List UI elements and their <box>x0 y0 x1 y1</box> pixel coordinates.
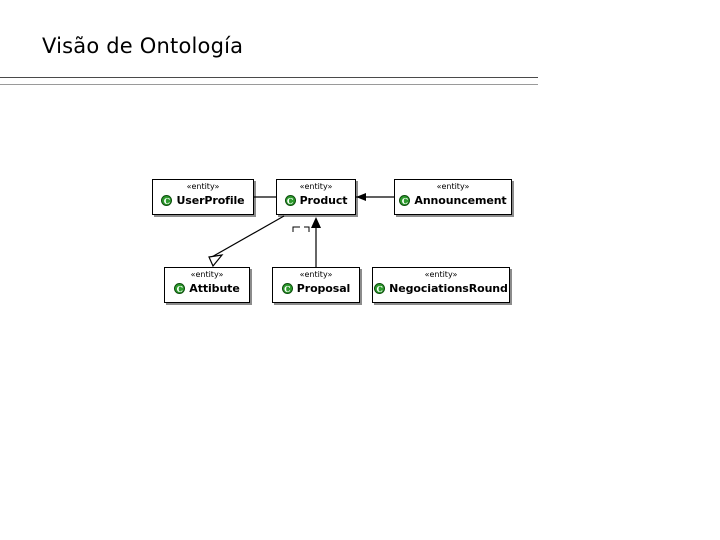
uml-class-product[interactable]: «entity» C Product <box>276 179 356 215</box>
class-icon: C <box>399 194 411 206</box>
uml-class-name-negociationsround: NegociationsRound <box>389 281 508 295</box>
uml-namerow-userprofile: C UserProfile <box>153 192 253 208</box>
class-icon: C <box>281 282 293 294</box>
class-icon: C <box>284 194 296 206</box>
page-title: Visão de Ontología <box>42 34 244 58</box>
uml-class-name-proposal: Proposal <box>296 281 351 295</box>
uml-namerow-negociationsround: C NegociationsRound <box>373 280 509 296</box>
uml-class-name-attibute: Attibute <box>189 281 240 295</box>
uml-class-name-userprofile: UserProfile <box>176 193 245 207</box>
title-divider-primary <box>0 77 538 78</box>
uml-namerow-product: C Product <box>277 192 355 208</box>
class-icon: C <box>161 194 173 206</box>
connector-attibute-product <box>209 215 285 259</box>
uml-class-name-product: Product <box>299 193 348 207</box>
title-divider-secondary <box>0 84 538 85</box>
uml-stereotype-attibute: «entity» <box>190 270 224 279</box>
uml-namerow-proposal: C Proposal <box>273 280 359 296</box>
uml-stereotype-proposal: «entity» <box>299 270 333 279</box>
connector-bracket-decoration <box>292 226 300 232</box>
uml-namerow-announcement: C Announcement <box>395 192 511 208</box>
uml-class-proposal[interactable]: «entity» C Proposal <box>272 267 360 303</box>
uml-stereotype-announcement: «entity» <box>436 182 470 191</box>
uml-class-name-announcement: Announcement <box>414 193 507 207</box>
uml-stereotype-product: «entity» <box>299 182 333 191</box>
uml-class-announcement[interactable]: «entity» C Announcement <box>394 179 512 215</box>
connector-bracket-decoration-2 <box>304 226 310 232</box>
arrowhead-proposal-to-product <box>311 217 321 228</box>
class-icon: C <box>374 282 386 294</box>
uml-class-negociationsround[interactable]: «entity» C NegociationsRound <box>372 267 510 303</box>
class-icon: C <box>174 282 186 294</box>
uml-namerow-attibute: C Attibute <box>165 280 249 296</box>
uml-class-userprofile[interactable]: «entity» C UserProfile <box>152 179 254 215</box>
uml-class-attibute[interactable]: «entity» C Attibute <box>164 267 250 303</box>
arrowhead-announcement-to-product <box>356 193 366 201</box>
uml-stereotype-userprofile: «entity» <box>186 182 220 191</box>
uml-stereotype-negociationsround: «entity» <box>424 270 458 279</box>
generalization-triangle-attibute <box>208 254 224 268</box>
